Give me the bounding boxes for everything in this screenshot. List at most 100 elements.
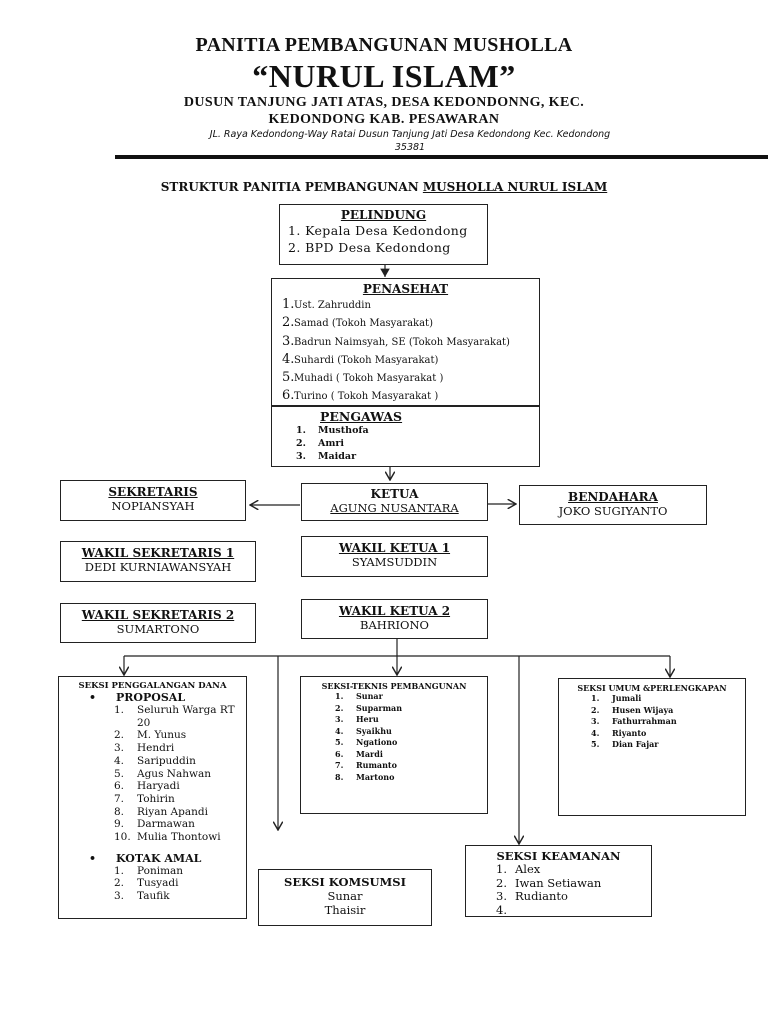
item-name: Syaikhu [356, 725, 392, 736]
item-number: 5. [335, 737, 344, 747]
item-name: Tohirin [137, 792, 175, 805]
item-number: 3. [335, 714, 344, 724]
header-rule [115, 155, 768, 159]
item-number: 6. [114, 780, 125, 793]
list-item: 2.Iwan Setiawan [496, 875, 651, 891]
item-name: Martono [356, 771, 395, 782]
wakil-sekretaris-1-name: DEDI KURNIAWANSYAH [84, 560, 232, 574]
item-number: 9. [114, 818, 125, 831]
list-item: 7.Rumanto [335, 760, 487, 772]
list-item: 6. Haryadi [114, 780, 246, 793]
location-line-2: KEDONDONG KAB. PESAWARAN [268, 112, 500, 127]
list-item: 3.Heru [335, 714, 487, 726]
bendahara-name: JOKO SUGIYANTO [558, 504, 668, 518]
list-item: 6.Turino ( Tokoh Masyarakat ) [282, 387, 539, 405]
item-name: Turino ( Tokoh Masyarakat ) [294, 391, 439, 403]
item-number: 6. [282, 388, 295, 404]
item-name: Darmawan [137, 818, 195, 831]
wakil-ketua-1-title: WAKIL KETUA 1 [338, 541, 451, 555]
item-number: 1. [591, 693, 600, 703]
list-item: 4.Suhardi (Tokoh Masyarakat) [282, 351, 539, 369]
item-name: Suhardi (Tokoh Masyarakat) [294, 354, 439, 366]
ketua-box: KETUA AGUNG NUSANTARA [301, 483, 488, 521]
list-item: 5.Dian Fajar [591, 739, 745, 751]
sekretaris-title: SEKRETARIS [108, 485, 198, 499]
penasehat-title: PENASEHAT [362, 282, 449, 296]
item-name: Ngationo [356, 737, 398, 747]
item-name: Haryadi [137, 780, 180, 793]
list-item: 8. Martono [335, 772, 487, 784]
item-name: Seluruh Warga RT [137, 704, 235, 716]
item-name: Alex [515, 862, 541, 876]
pelindung-title: PELINDUNG [340, 208, 427, 222]
item-number: 8. [335, 771, 344, 782]
item-number: 3. [296, 451, 306, 462]
item-number: 7. [335, 760, 344, 770]
list-item: 5. Ngationo [335, 737, 487, 749]
list-item: 1.Musthofa [296, 424, 539, 437]
list-item: 2.Amri [296, 437, 539, 450]
list-item: 3.Maidar [296, 450, 539, 463]
proposal-heading: •PROPOSAL [59, 691, 246, 704]
item-number: 1. [496, 862, 507, 876]
item-number: 8. [114, 805, 125, 818]
list-item: 3.Badrun Naimsyah, SE (Tokoh Masyarakat) [282, 333, 539, 351]
item-name: Amri [318, 438, 345, 449]
bendahara-title: BENDAHARA [568, 490, 658, 504]
teknis-title: SEKSI-TEKNIS PEMBANGUNAN [321, 681, 467, 691]
sekretaris-box: SEKRETARIS NOPIANSYAH [60, 480, 246, 521]
list-item: 5.Agus Nahwan [114, 768, 246, 781]
item-number: 7. [114, 792, 125, 805]
konsumsi-box: SEKSI KOMSUMSI Sunar Thaisir [258, 869, 432, 926]
item-name: Mulia Thontowi [137, 831, 221, 844]
item-number: 6. [335, 748, 344, 759]
item-name: Sunar [356, 691, 383, 701]
item-name: Taufik [137, 890, 170, 903]
item-number: 1. [114, 704, 125, 716]
ketua-name: AGUNG NUSANTARA [330, 501, 459, 515]
item-number: 1. [114, 864, 125, 877]
wakil-sekretaris-1-box: WAKIL SEKRETARIS 1 DEDI KURNIAWANSYAH [60, 541, 256, 582]
structure-title-underlined: MUSHOLLA NURUL ISLAM [422, 180, 608, 194]
musholla-name: “NURUL ISLAM” [252, 58, 516, 94]
item-name: M. Yunus [137, 729, 187, 742]
item-number: 3. [282, 333, 295, 349]
list-item: 2. Husen Wijaya [591, 705, 745, 717]
wakil-ketua-2-box: WAKIL KETUA 2 BAHRIONO [301, 599, 488, 639]
list-item: 9. Darmawan [114, 818, 246, 831]
item-name: Tusyadi [137, 877, 179, 890]
list-item: 3.Rudianto [496, 889, 651, 904]
item-number: 4. [591, 727, 600, 738]
item-number: 2. [591, 704, 600, 715]
item-name: Dian Fajar [612, 739, 659, 750]
item-number: 2. [496, 875, 507, 890]
item-name: Saripuddin [137, 754, 196, 767]
bullet-icon: • [89, 691, 97, 704]
item-name: Jumali [612, 693, 642, 703]
list-item: 6.Mardi [335, 749, 487, 761]
structure-title: STRUKTUR PANITIA PEMBANGUNAN MUSHOLLA NU… [0, 180, 768, 194]
list-item: 2.Suparman [335, 703, 487, 715]
item-number: 5. [282, 370, 295, 386]
list-item: 7. Tohirin [114, 793, 246, 806]
bullet-icon: • [89, 851, 97, 865]
item-number: 4. [496, 902, 507, 917]
item-name: Riyan Apandi [137, 805, 208, 818]
keamanan-title: SEKSI KEAMANAN [496, 849, 621, 863]
item-name: Muhadi ( Tokoh Masyarakat ) [294, 373, 444, 385]
item-number: 2. [114, 877, 125, 890]
item-name: Husen Wijaya [612, 704, 674, 715]
item-number: 3. [114, 890, 125, 903]
list-item: 8. Riyan Apandi [114, 806, 246, 819]
wakil-ketua-2-title: WAKIL KETUA 2 [338, 604, 451, 618]
wakil-ketua-1-box: WAKIL KETUA 1 SYAMSUDDIN [301, 536, 488, 577]
list-item: 4.Saripuddin [114, 755, 246, 768]
